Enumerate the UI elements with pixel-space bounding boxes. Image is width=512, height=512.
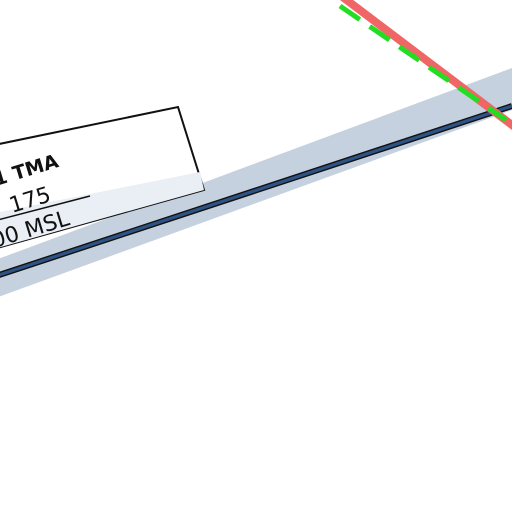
route-line[interactable]	[336, 0, 512, 130]
tma-airspace-area[interactable]	[0, 68, 512, 300]
tma-boundary-line	[0, 104, 512, 277]
airspace-label[interactable]: 1 TMA 175 00 MSL	[0, 105, 206, 254]
route-line-dashes	[338, 3, 508, 123]
airspace-label-divider	[0, 195, 91, 221]
airspace-label-box-tint	[0, 172, 204, 248]
route-line-base	[339, 0, 512, 130]
